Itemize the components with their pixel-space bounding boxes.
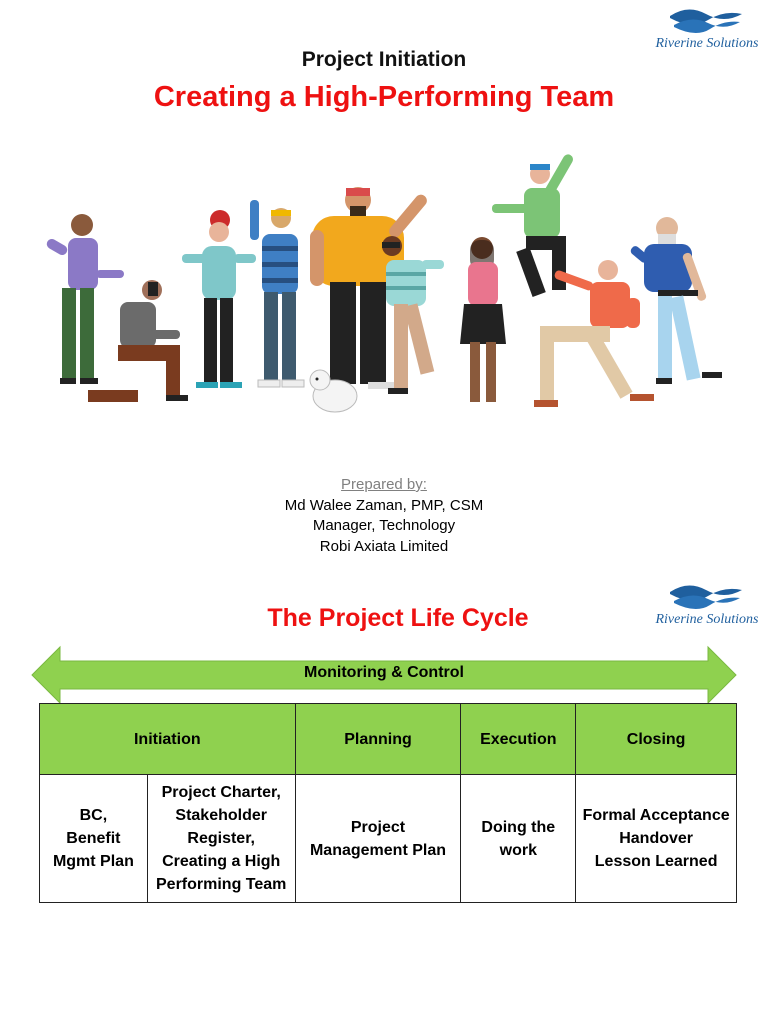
author-company: Robi Axiata Limited [319,537,449,555]
phase-header-row: Initiation Planning Execution Closing [39,703,737,775]
author-role: Manager, Technology [312,517,456,534]
person-kneeling-icon [88,280,188,402]
cell-line: Project Charter, [161,784,281,801]
person-striped-icon [250,200,305,388]
execution-cell: Doing the work [460,774,577,903]
cell-line: Lesson Learned [594,853,718,870]
planning-cell: Project Management Plan [294,774,462,903]
monitoring-control-arrow [31,645,737,705]
monitoring-control-label: Monitoring & Control [304,664,464,681]
person-yellow-icon [310,187,427,389]
cell-line: Register, [187,830,255,847]
cell-line: Mgmt Plan [52,853,134,870]
person-dress-icon [382,236,444,394]
cell-line: Handover [619,830,694,847]
page-title: Project Initiation [301,48,467,71]
lifecycle-title: The Project Life Cycle [267,604,529,632]
cell-line: Performing Team [156,876,287,893]
phase-closing: Closing [575,703,737,775]
dog-icon [309,369,358,413]
prepared-by-block: Prepared by: Md Walee Zaman, PMP, CSM Ma… [0,475,768,557]
cell-line: work [499,841,537,859]
lifecycle-table: Initiation Planning Execution Closing BC… [39,703,737,903]
phase-initiation: Initiation [39,703,296,775]
person-orange-icon [534,260,654,407]
author-name: Md Walee Zaman, PMP, CSM [284,496,484,514]
cell-line: Project [350,818,406,836]
waves-icon [670,585,742,610]
page-subtitle: Creating a High-Performing Team [153,81,615,113]
phase-detail-row: BC, Benefit Mgmt Plan Project Charter, S… [39,774,737,903]
logo-name: Riverine Solutions [655,36,759,51]
logo-name: Riverine Solutions [655,612,759,627]
person-elder-icon [630,217,722,384]
cell-line: Management Plan [309,841,446,859]
person-jumping-icon [492,154,573,297]
cell-line: Doing the [481,818,556,836]
prepared-by-label: Prepared by: [341,476,427,493]
waves-icon [670,9,742,34]
person-teal-icon [182,210,256,388]
phase-planning: Planning [294,703,462,775]
person-pink-icon [460,237,506,402]
initiation-bc-cell: BC, Benefit Mgmt Plan [39,774,148,903]
cell-line: Benefit [66,830,121,847]
riverine-logo-bottom: Riverine Solutions [652,582,762,630]
initiation-charter-cell: Project Charter, Stakeholder Register, C… [146,774,296,903]
cell-line: BC, [79,807,108,824]
cell-line: Formal Acceptance [582,807,730,824]
phase-execution: Execution [460,703,577,775]
riverine-logo-top: Riverine Solutions [652,6,762,54]
cell-line: Stakeholder [175,807,267,824]
team-illustration [46,154,722,413]
person-purple-icon [46,214,124,384]
cell-line: Creating a High [162,853,281,870]
closing-cell: Formal Acceptance Handover Lesson Learne… [575,774,737,903]
